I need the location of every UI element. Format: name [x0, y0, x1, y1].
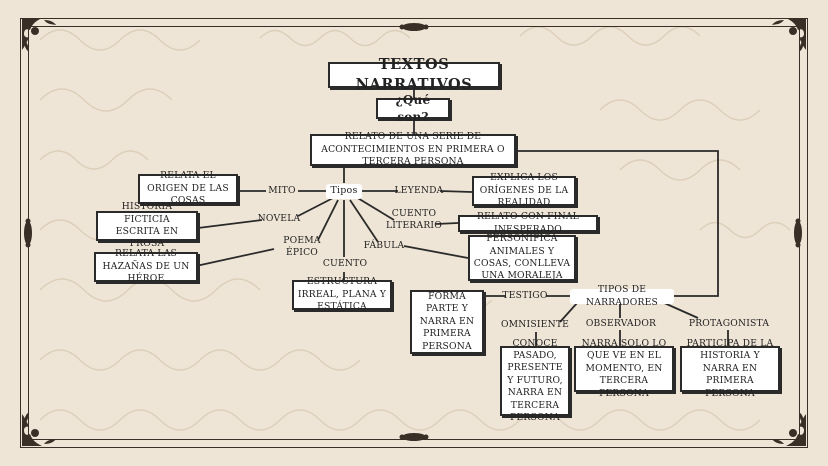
testigo-label-text: TESTIGO	[502, 289, 548, 301]
definition-text: RELATO DE UNA SERIE DE ACONTECIMIENTOS E…	[321, 131, 505, 168]
cuento-literario-desc-text: RELATO CON FINAL INESPERADO	[477, 211, 579, 235]
narrator-protagonista-description: PARTICIPA DE LA HISTORIA Y NARRA EN PRIM…	[680, 338, 780, 399]
testigo-desc-text: FORMA PARTE Y NARRA EN PRIMERA PERSONA	[419, 290, 475, 352]
cuento-desc-text: ESTRUCTURA IRREAL, PLANA Y ESTÁTICA	[297, 276, 387, 313]
question-text: ¿Qué son?	[395, 93, 431, 124]
omnisciente-label-text: OMNISIENTE	[500, 318, 570, 330]
protagonista-label-text: PROTAGONISTA	[688, 317, 770, 329]
narrators-hub-text: TIPOS DE NARRADORES	[586, 284, 658, 308]
mito-desc-text: RELATA EL ORIGEN DE LAS COSAS	[147, 170, 229, 207]
type-novela-label: NOVELA	[257, 212, 301, 226]
poema-epico-desc-text: RELATA LAS HAZAÑAS DE UN HÉROE	[102, 248, 190, 285]
type-fabula-label: FÁBULA	[364, 239, 404, 253]
type-poema-epico-description: RELATA LAS HAZAÑAS DE UN HÉROE	[94, 248, 198, 284]
title-text: TEXTOS NARRATIVOS	[355, 56, 473, 93]
cuento-label-text: CUENTO	[322, 257, 368, 269]
fabula-desc-text: PERSONIFICA ANIMALES Y COSAS, CONLLEVA U…	[473, 233, 571, 282]
corner-ornament-top-right	[764, 16, 808, 60]
narrator-testigo-description: FORMA PARTE Y NARRA EN PRIMERA PERSONA	[410, 290, 484, 354]
narrator-omnisciente-description: CONOCE PASADO, PRESENTE Y FUTURO, NARRA …	[500, 338, 570, 423]
narrators-hub: TIPOS DE NARRADORES	[570, 284, 674, 308]
narrator-protagonista-label: PROTAGONISTA	[688, 317, 770, 331]
poema-epico-label-text: POEMA ÉPICO	[283, 234, 321, 258]
narrator-observador-label: OBSERVADOR	[586, 317, 656, 331]
cuento-literario-label-text: CUENTO LITERARIO	[386, 207, 442, 231]
corner-ornament-bottom-right	[764, 404, 808, 448]
corner-ornament-top-left	[20, 16, 64, 60]
type-mito-description: RELATA EL ORIGEN DE LAS COSAS	[138, 170, 238, 206]
outer-frame	[20, 18, 808, 448]
type-novela-description: HISTORIA FICTICIA ESCRITA EN PROSA	[96, 201, 198, 249]
narrator-observador-description: NARRA SOLO LO QUE VE EN EL MOMENTO, EN T…	[574, 338, 674, 399]
omnisciente-desc-text: CONOCE PASADO, PRESENTE Y FUTURO, NARRA …	[507, 337, 563, 424]
question-node: ¿Qué son?	[376, 93, 450, 124]
title-node: TEXTOS NARRATIVOS	[328, 56, 500, 93]
type-poema-epico-label: POEMA ÉPICO	[270, 235, 334, 258]
fabula-label-text: FÁBULA	[363, 239, 405, 251]
novela-label-text: NOVELA	[257, 212, 301, 224]
corner-ornament-bottom-left	[20, 404, 64, 448]
definition-node: RELATO DE UNA SERIE DE ACONTECIMIENTOS E…	[310, 131, 516, 168]
novela-desc-text: HISTORIA FICTICIA ESCRITA EN PROSA	[115, 201, 179, 250]
type-mito-label: MITO	[266, 184, 298, 198]
leyenda-desc-text: EXPLICA LOS ORÍGENES DE LA REALIDAD	[479, 172, 569, 209]
observador-label-text: OBSERVADOR	[585, 317, 657, 329]
types-hub-text: Tipos	[330, 185, 358, 197]
type-cuento-literario-label: CUENTO LITERARIO	[386, 206, 442, 234]
protagonista-desc-text: PARTICIPA DE LA HISTORIA Y NARRA EN PRIM…	[686, 337, 774, 399]
types-hub: Tipos	[326, 184, 362, 199]
type-leyenda-description: EXPLICA LOS ORÍGENES DE LA REALIDAD	[472, 172, 576, 208]
type-leyenda-label: LEYENDA	[394, 184, 443, 198]
type-cuento-literario-description: RELATO CON FINAL INESPERADO	[458, 211, 598, 235]
observador-desc-text: NARRA SOLO LO QUE VE EN EL MOMENTO, EN T…	[581, 337, 667, 399]
type-cuento-description: ESTRUCTURA IRREAL, PLANA Y ESTÁTICA	[292, 276, 392, 312]
leyenda-label-text: LEYENDA	[394, 184, 444, 196]
narrator-testigo-label: TESTIGO	[502, 289, 548, 303]
type-fabula-description: PERSONIFICA ANIMALES Y COSAS, CONLLEVA U…	[468, 233, 576, 282]
mito-label-text: MITO	[268, 184, 296, 196]
type-cuento-label: CUENTO	[322, 257, 368, 271]
narrator-omnisciente-label: OMNISIENTE	[500, 318, 570, 332]
